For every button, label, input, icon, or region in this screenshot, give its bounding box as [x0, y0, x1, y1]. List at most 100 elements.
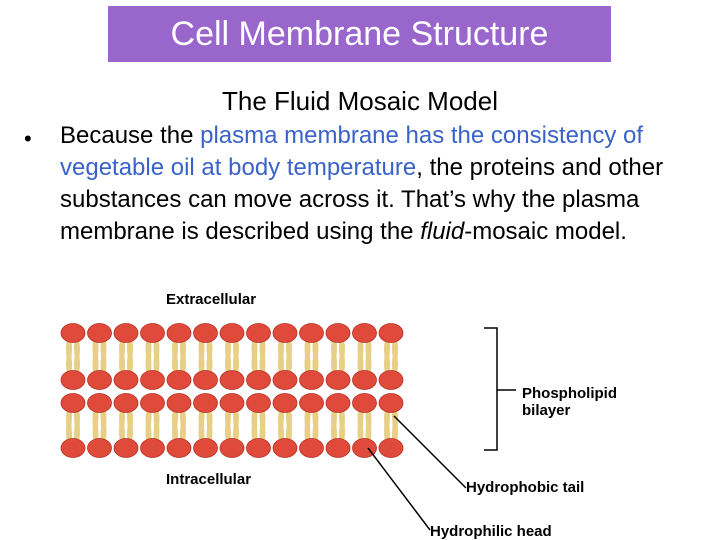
hydrophobic-tail: [285, 407, 293, 441]
hydrophilic-head: [140, 370, 165, 390]
bullet-text: Because the plasma membrane has the cons…: [60, 120, 710, 248]
hydrophilic-head: [60, 370, 86, 390]
hydrophilic-head: [246, 323, 271, 343]
hydrophobic-tail: [330, 339, 338, 373]
label-bilayer-line2: bilayer: [522, 402, 571, 419]
hydrophilic-head: [113, 370, 139, 390]
hydrophilic-head: [378, 370, 404, 390]
hydrophilic-head: [113, 323, 139, 343]
hydrophilic-head: [113, 438, 139, 458]
hydrophilic-head: [60, 393, 86, 413]
hydrophilic-head: [325, 370, 351, 390]
hydrophobic-tail: [73, 407, 81, 441]
hydrophilic-head: [60, 438, 86, 458]
hydrophobic-tail: [198, 407, 205, 441]
slide-subtitle: The Fluid Mosaic Model: [0, 86, 720, 117]
hydrophilic-head: [193, 393, 218, 413]
hydrophobic-tail: [277, 407, 285, 441]
hydrophilic-head: [219, 323, 245, 343]
hydrophilic-head: [272, 370, 298, 390]
hydrophilic-head: [352, 323, 377, 343]
hydrophilic-head: [140, 323, 165, 343]
hydrophobic-tail: [338, 339, 346, 373]
hydrophilic-head: [378, 438, 404, 458]
hydrophobic-tail: [312, 339, 319, 373]
hydrophobic-tail: [365, 407, 372, 441]
hydrophilic-head: [87, 393, 112, 413]
hydrophilic-head: [193, 323, 218, 343]
hydrophobic-tail: [383, 339, 391, 373]
hydrophobic-tail: [126, 339, 134, 373]
hydrophobic-tail: [198, 339, 205, 373]
hydrophilic-head: [166, 393, 192, 413]
hydrophilic-head: [166, 323, 192, 343]
label-intracellular: Intracellular: [166, 471, 251, 488]
hydrophobic-tail: [179, 339, 187, 373]
hydrophilic-head: [87, 323, 112, 343]
hydrophobic-tail: [391, 339, 399, 373]
bullet-dot-icon: •: [24, 126, 32, 151]
label-hydrophobic-tail: Hydrophobic tail: [466, 479, 584, 496]
bullet-emphasis: fluid: [420, 218, 465, 245]
hydrophilic-head: [246, 370, 271, 390]
hydrophilic-head: [113, 393, 139, 413]
hydrophobic-tail: [232, 407, 240, 441]
hydrophobic-tail: [92, 339, 99, 373]
bilayer-bracket: [484, 327, 498, 451]
hydrophilic-head: [87, 438, 112, 458]
hydrophobic-tail: [251, 339, 258, 373]
hydrophilic-head: [219, 370, 245, 390]
hydrophobic-tail: [118, 407, 126, 441]
hydrophobic-tail: [224, 339, 232, 373]
hydrophilic-head: [272, 323, 298, 343]
hydrophobic-tail: [171, 339, 179, 373]
hydrophilic-head: [299, 370, 324, 390]
hydrophobic-tail: [338, 407, 346, 441]
hydrophobic-tail: [232, 339, 240, 373]
hydrophobic-tail: [118, 339, 126, 373]
hydrophilic-head: [87, 370, 112, 390]
hydrophilic-head: [219, 438, 245, 458]
hydrophilic-head: [140, 438, 165, 458]
hydrophobic-tail: [383, 407, 391, 441]
subtitle-text: The Fluid Mosaic Model: [222, 86, 498, 116]
slide-title-text: Cell Membrane Structure: [170, 14, 549, 53]
hydrophobic-tail: [126, 407, 134, 441]
hydrophobic-tail: [330, 407, 338, 441]
hydrophobic-tail: [312, 407, 319, 441]
hydrophobic-tail: [357, 407, 364, 441]
hydrophobic-tail: [145, 407, 152, 441]
hydrophilic-head: [378, 323, 404, 343]
hydrophobic-tail: [206, 339, 213, 373]
bullet-highlight: plasma membrane has the consistency of v…: [60, 122, 643, 181]
hydrophobic-tail: [391, 407, 399, 441]
hydrophilic-head: [166, 370, 192, 390]
hydrophobic-tail: [65, 407, 73, 441]
bullet-part-1: Because the: [60, 122, 201, 149]
hydrophilic-head: [166, 438, 192, 458]
hydrophilic-head: [272, 438, 298, 458]
hydrophobic-tail: [304, 339, 311, 373]
hydrophobic-tail: [259, 339, 266, 373]
hydrophobic-tail: [251, 407, 258, 441]
hydrophilic-head: [140, 393, 165, 413]
hydrophobic-tail: [179, 407, 187, 441]
hydrophilic-heads: [60, 323, 404, 458]
bullet-part-3: -mosaic model.: [464, 218, 627, 245]
hydrophobic-tail: [153, 407, 160, 441]
hydrophilic-head: [299, 438, 324, 458]
hydrophobic-tail: [304, 407, 311, 441]
hydrophobic-tail: [224, 407, 232, 441]
hydrophilic-head: [352, 438, 377, 458]
hydrophobic-tail: [285, 339, 293, 373]
hydrophilic-head: [378, 393, 404, 413]
hydrophilic-head: [60, 323, 86, 343]
hydrophobic-tail: [206, 407, 213, 441]
slide-title: Cell Membrane Structure: [108, 6, 611, 62]
hydrophobic-tail: [65, 339, 73, 373]
tail-leader-line: [393, 415, 467, 489]
hydrophobic-tail: [171, 407, 179, 441]
hydrophilic-head: [219, 393, 245, 413]
label-extracellular: Extracellular: [166, 291, 256, 308]
